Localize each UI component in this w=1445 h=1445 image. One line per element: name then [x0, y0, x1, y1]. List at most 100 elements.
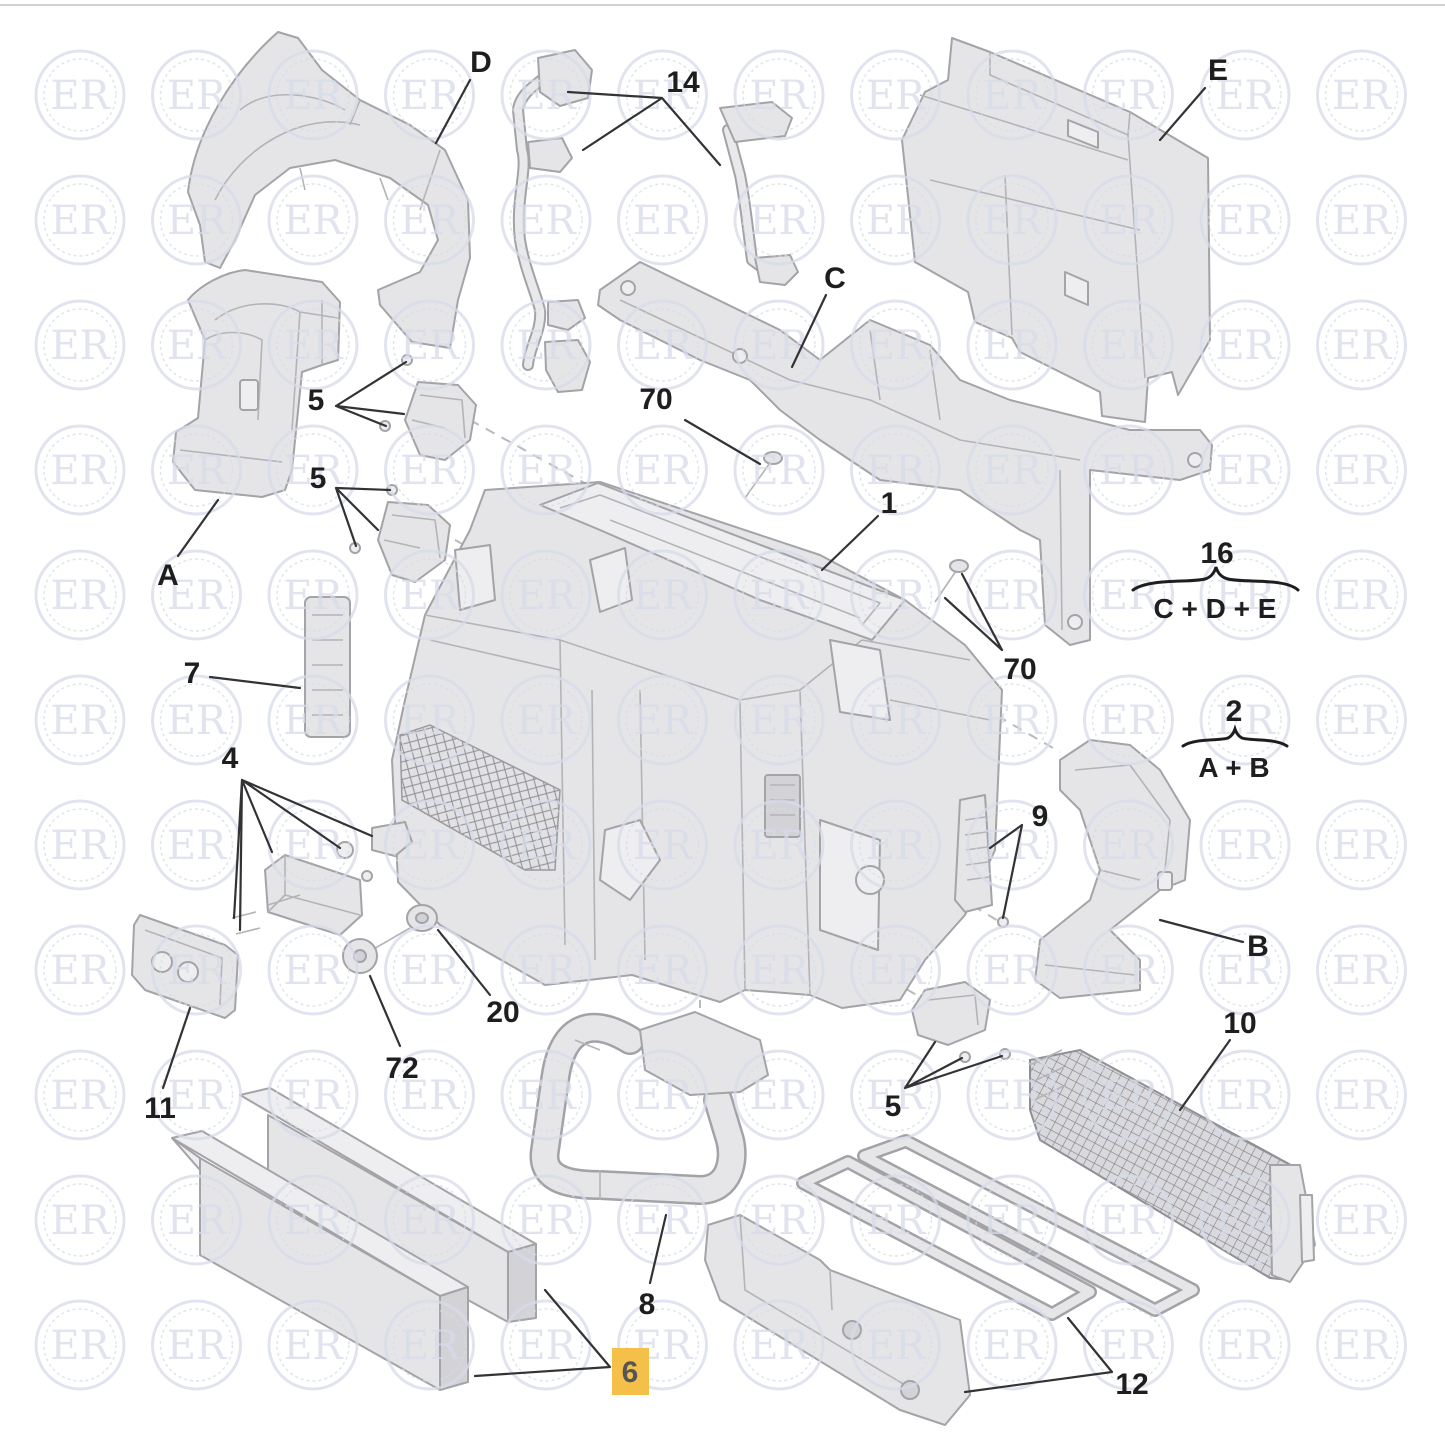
watermark: ER — [267, 174, 359, 266]
watermark-text: ER — [50, 73, 111, 119]
watermark-text: ER — [1215, 323, 1276, 369]
label-group-2: 2 — [1226, 695, 1243, 728]
watermark: ER — [733, 424, 825, 516]
watermark: ER — [1316, 299, 1407, 391]
watermark: ER — [151, 1299, 242, 1391]
label-part-10: 10 — [1223, 1007, 1256, 1040]
watermark: ER — [1199, 799, 1291, 891]
watermark-text: ER — [1332, 948, 1393, 994]
part-11-plate — [131, 914, 239, 1019]
watermark-text: ER — [982, 573, 1043, 619]
watermark-text: ER — [982, 1323, 1043, 1369]
label-group-2-members: A + B — [1198, 752, 1269, 783]
part-10-heater-core — [1029, 1048, 1316, 1283]
label-part-B: B — [1247, 930, 1269, 963]
watermark-text: ER — [1215, 1073, 1276, 1119]
watermark-text: ER — [167, 1323, 228, 1369]
group-16-brace — [1131, 566, 1300, 592]
watermark-text: ER — [167, 698, 228, 744]
watermark-text: ER — [167, 823, 228, 869]
part-5-actuator-top — [379, 354, 477, 461]
watermark-text: ER — [1215, 823, 1276, 869]
label-part-12: 12 — [1115, 1368, 1148, 1401]
part-20-bushing — [406, 904, 438, 932]
label-part-20: 20 — [486, 996, 519, 1029]
watermark-text: ER — [50, 1323, 111, 1369]
watermark-text: ER — [1332, 1073, 1393, 1119]
watermark: ER — [34, 174, 126, 266]
watermark: ER — [1316, 674, 1407, 766]
watermark: ER — [1199, 674, 1291, 766]
part-72-washer — [342, 927, 411, 974]
label-part-A: A — [157, 559, 179, 592]
watermark-text: ER — [1332, 1323, 1393, 1369]
watermark: ER — [34, 924, 126, 1016]
watermark-text: ER — [1332, 448, 1393, 494]
watermark-text: ER — [1332, 1198, 1393, 1244]
watermark: ER — [34, 49, 126, 141]
watermark: ER — [34, 799, 126, 891]
watermark-text: ER — [1099, 1323, 1160, 1369]
watermark: ER — [1199, 174, 1291, 266]
watermark: ER — [34, 424, 126, 516]
watermark-text: ER — [1332, 698, 1393, 744]
label-part-5-bottom: 5 — [885, 1090, 902, 1123]
label-part-70-top: 70 — [639, 383, 672, 416]
part-1-hvac-housing — [391, 481, 1003, 1009]
watermark: ER — [34, 674, 126, 766]
watermark: ER — [1316, 799, 1407, 891]
watermark: ER — [151, 799, 242, 891]
watermark: ER — [1199, 299, 1291, 391]
label-part-E: E — [1208, 54, 1228, 87]
watermark-text: ER — [516, 1323, 577, 1369]
part-9-grille — [954, 794, 1009, 928]
watermark-text: ER — [50, 1073, 111, 1119]
label-group-16: 16 — [1200, 537, 1233, 570]
watermark-text: ER — [50, 323, 111, 369]
part-7-filter — [304, 596, 351, 738]
label-part-8: 8 — [639, 1288, 656, 1321]
watermark-text: ER — [1332, 73, 1393, 119]
watermark-text: ER — [1332, 323, 1393, 369]
watermark-text: ER — [633, 1198, 694, 1244]
watermark: ER — [1316, 1299, 1407, 1391]
part-labels: D 14 E C 5 70 5 1 A 16 C + D + E 7 70 2 … — [144, 46, 1276, 1401]
watermark: ER — [1199, 1299, 1291, 1391]
watermark: ER — [1199, 424, 1291, 516]
label-part-11: 11 — [144, 1092, 176, 1125]
part-5-actuator-mid — [349, 484, 451, 583]
label-part-C: C — [824, 262, 846, 295]
watermark: ER — [34, 1049, 126, 1141]
watermark: ER — [1316, 174, 1407, 266]
watermark-text: ER — [1215, 448, 1276, 494]
watermark-text: ER — [283, 198, 344, 244]
watermark: ER — [1316, 924, 1407, 1016]
watermark: ER — [1199, 924, 1291, 1016]
label-part-72: 72 — [385, 1052, 418, 1085]
part-E-panel — [901, 37, 1211, 423]
watermark: ER — [617, 174, 708, 266]
watermark-text: ER — [50, 573, 111, 619]
watermark: ER — [1316, 1174, 1407, 1266]
watermark: ER — [384, 924, 475, 1016]
part-8-pipe — [529, 1011, 769, 1205]
watermark: ER — [34, 1174, 126, 1266]
watermark-text: ER — [1332, 823, 1393, 869]
watermark-text: ER — [283, 948, 344, 994]
label-part-6: 6 — [622, 1356, 639, 1389]
label-part-4: 4 — [222, 742, 239, 775]
watermark-text: ER — [633, 198, 694, 244]
label-part-7: 7 — [184, 657, 201, 690]
watermark-text: ER — [1099, 573, 1160, 619]
watermark: ER — [34, 299, 126, 391]
group-2-brace — [1181, 724, 1289, 748]
watermark-text: ER — [633, 448, 694, 494]
watermark-text: ER — [1215, 198, 1276, 244]
watermark-text: ER — [167, 1073, 228, 1119]
watermark: ER — [1316, 1049, 1407, 1141]
watermark-text: ER — [1332, 573, 1393, 619]
watermark: ER — [1316, 549, 1407, 641]
label-group-16-members: C + D + E — [1154, 593, 1277, 624]
watermark-text: ER — [749, 198, 810, 244]
part-70-screw-right — [934, 559, 969, 603]
